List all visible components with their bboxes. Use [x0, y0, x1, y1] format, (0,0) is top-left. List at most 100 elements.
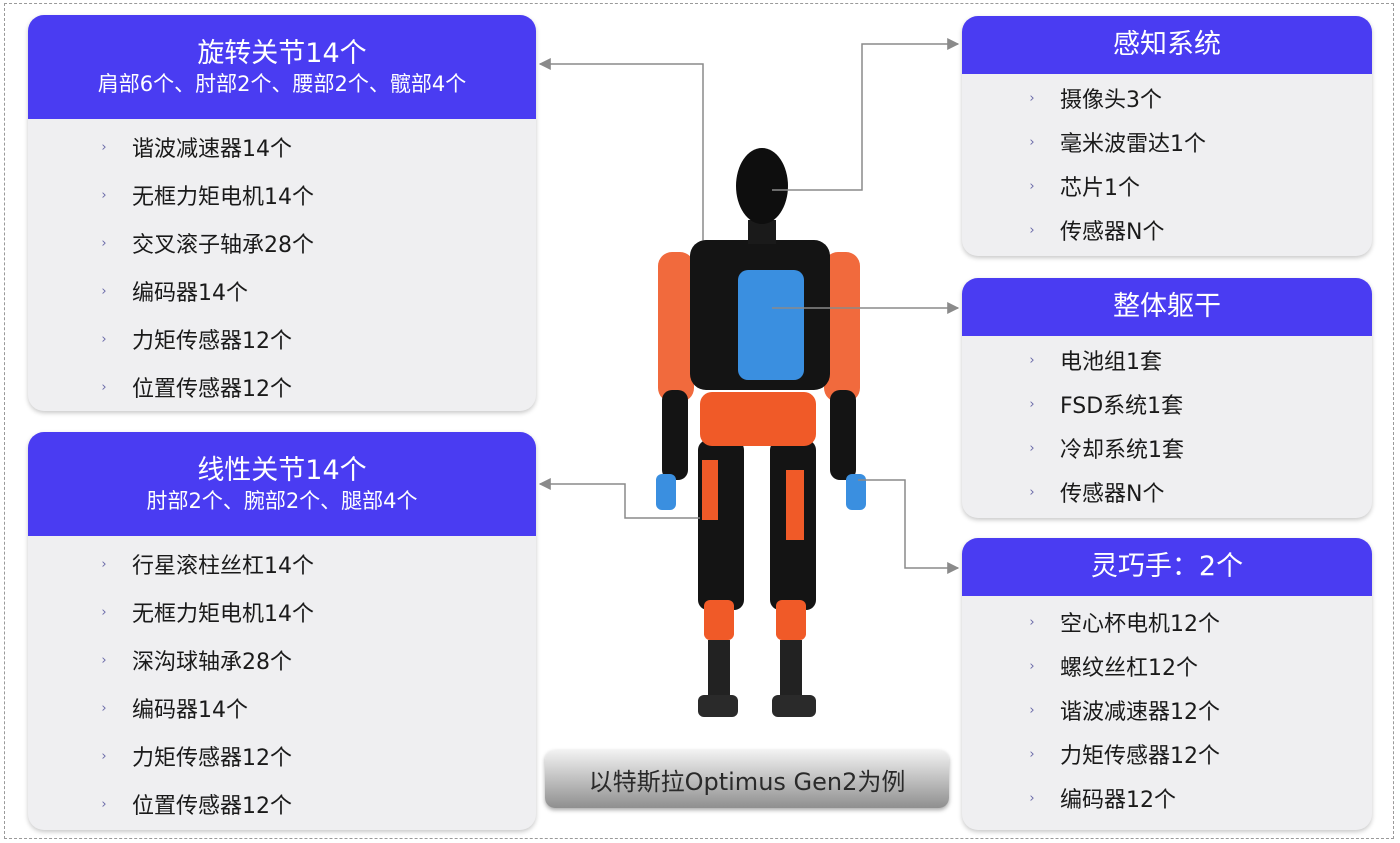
chevron-right-icon: ›	[101, 700, 107, 716]
linear-title: 线性关节14个	[197, 454, 367, 486]
list-item-label: 深沟球轴承28个	[132, 650, 292, 675]
list-item-label: 位置传感器12个	[132, 377, 292, 402]
list-item-label: 毫米波雷达1个	[1060, 132, 1206, 157]
list-item-label: 冷却系统1套	[1060, 438, 1184, 463]
list-item: › 空心杯电机12个	[962, 600, 1372, 644]
panel-header-torso: 整体躯干	[962, 278, 1372, 336]
panel-header-hand: 灵巧手：2个	[962, 538, 1372, 596]
list-item: › 编码器14个	[28, 267, 536, 315]
list-item: ›谐波减速器14个	[28, 123, 536, 171]
panel-torso: 整体躯干 › 电池组1套 › FSD系统1套 › 冷却系统1套 › 传感器N个	[962, 278, 1372, 518]
panel-dexterous-hand: 灵巧手：2个 ›空心杯电机12个 ›螺纹丝杠12个 ›谐波减速器12个 ›力矩传…	[962, 538, 1372, 830]
list-item-label: 无框力矩电机14个	[132, 602, 314, 627]
robot-pelvis	[700, 392, 816, 446]
rotary-subtitle: 肩部6个、肘部2个、腰部2个、髋部4个	[97, 71, 467, 96]
list-item: › FSD系统1套	[962, 382, 1372, 426]
chevron-right-icon: ›	[1029, 484, 1035, 500]
list-item-label: 交叉滚子轴承28个	[132, 233, 314, 258]
list-item: › 无框力矩电机14个	[28, 171, 536, 219]
list-item-label: 空心杯电机12个	[1060, 612, 1220, 637]
list-item-label: 力矩传感器12个	[1060, 744, 1220, 769]
chevron-right-icon: ›	[101, 652, 107, 668]
list-item-label: 电池组1套	[1060, 350, 1162, 375]
chevron-right-icon: ›	[101, 187, 107, 203]
chevron-right-icon: ›	[101, 331, 107, 347]
robot-legs	[698, 440, 816, 717]
list-item-label: 力矩传感器12个	[132, 746, 292, 771]
panel-header-rotary: 旋转关节14个 肩部6个、肘部2个、腰部2个、髋部4个	[28, 15, 536, 119]
chevron-right-icon: ›	[101, 748, 107, 764]
chevron-right-icon: ›	[101, 556, 107, 572]
chevron-right-icon: ›	[101, 139, 107, 155]
list-item-label: 力矩传感器12个	[132, 329, 292, 354]
connector-linear	[538, 478, 700, 519]
diagram-frame	[4, 3, 1394, 839]
panel-linear-joints: 线性关节14个 肘部2个、腕部2个、腿部4个 › 行星滚柱丝杠14个 › 无框力矩电…	[28, 432, 536, 830]
robot-head	[736, 148, 788, 224]
chevron-right-icon: ›	[1029, 396, 1035, 412]
list-item: › 冷却系统1套	[962, 426, 1372, 470]
robot-battery-pack	[738, 270, 804, 380]
chevron-right-icon: ›	[1029, 746, 1035, 762]
panel-header-linear: 线性关节14个 肘部2个、腕部2个、腿部4个	[28, 432, 536, 536]
list-item-label: 芯片1个	[1060, 176, 1140, 201]
list-item: ›传感器N个	[962, 208, 1372, 252]
list-item-label: 编码器14个	[132, 281, 248, 306]
chevron-right-icon: ›	[101, 796, 107, 812]
list-item: › 位置传感器12个	[28, 780, 536, 828]
connector-perception	[772, 38, 960, 191]
chevron-right-icon: ›	[101, 283, 107, 299]
list-item-label: 行星滚柱丝杠14个	[132, 554, 314, 579]
list-item: ›螺纹丝杠12个	[962, 644, 1372, 688]
panel-rotary-joints: 旋转关节14个 肩部6个、肘部2个、腰部2个、髋部4个 ›谐波减速器14个 › 无…	[28, 15, 536, 411]
list-item: › 电池组1套	[962, 338, 1372, 382]
list-item-label: 谐波减速器12个	[1060, 700, 1220, 725]
caption-badge: 以特斯拉Optimus Gen2为例	[545, 750, 949, 808]
chevron-right-icon: ›	[1029, 614, 1035, 630]
list-item: ›毫米波雷达1个	[962, 120, 1372, 164]
chevron-right-icon: ›	[101, 604, 107, 620]
chevron-right-icon: ›	[101, 235, 107, 251]
linear-item-list: ›行星滚柱丝杠14个 ›无框力矩电机14个 ›深沟球轴承28个 ›编码器14个 …	[28, 536, 536, 828]
panel-header-perception: 感知系统	[962, 16, 1372, 74]
list-item: ›芯片1个	[962, 164, 1372, 208]
list-item: › 传感器N个	[962, 470, 1372, 514]
list-item-label: 位置传感器12个	[132, 794, 292, 819]
list-item-label: 摄像头3个	[1060, 88, 1162, 113]
list-item-label: 螺纹丝杠12个	[1060, 656, 1198, 681]
hand-item-list: ›空心杯电机12个 ›螺纹丝杠12个 ›谐波减速器12个 ›力矩传感器12个 ›…	[962, 596, 1372, 820]
list-item-label: 传感器N个	[1060, 482, 1165, 507]
list-item: › 交叉滚子轴承28个	[28, 219, 536, 267]
list-item-label: 编码器14个	[132, 698, 248, 723]
list-item: › 摄像头3个	[962, 76, 1372, 120]
list-item: › 力矩传感器12个	[962, 732, 1372, 776]
list-item-label: 传感器N个	[1060, 220, 1165, 245]
perception-title: 感知系统	[1113, 29, 1221, 60]
chevron-right-icon: ›	[1029, 790, 1035, 806]
connector-rotary	[538, 58, 704, 240]
list-item: › 编码器14个	[28, 684, 536, 732]
hand-title: 灵巧手：2个	[1090, 551, 1244, 582]
chevron-right-icon: ›	[1029, 352, 1035, 368]
chevron-right-icon: ›	[1029, 90, 1035, 106]
list-item: › 谐波减速器12个	[962, 688, 1372, 732]
chevron-right-icon: ›	[1029, 440, 1035, 456]
linear-subtitle: 肘部2个、腕部2个、腿部4个	[146, 488, 418, 513]
chevron-right-icon: ›	[101, 379, 107, 395]
connector-hand	[858, 479, 960, 574]
rotary-title: 旋转关节14个	[197, 37, 367, 69]
torso-item-list: › 电池组1套 › FSD系统1套 › 冷却系统1套 › 传感器N个	[962, 336, 1372, 514]
list-item: › 力矩传感器12个	[28, 315, 536, 363]
rotary-item-list: ›谐波减速器14个 ›无框力矩电机14个 ›交叉滚子轴承28个 ›编码器14个 …	[28, 119, 536, 411]
chevron-right-icon: ›	[1029, 702, 1035, 718]
list-item: › 力矩传感器12个	[28, 732, 536, 780]
list-item-label: FSD系统1套	[1060, 394, 1184, 419]
torso-title: 整体躯干	[1113, 291, 1221, 322]
perception-item-list: › 摄像头3个 ›毫米波雷达1个 ›芯片1个 ›传感器N个	[962, 74, 1372, 252]
list-item-label: 无框力矩电机14个	[132, 185, 314, 210]
list-item: › 深沟球轴承28个	[28, 636, 536, 684]
list-item-label: 编码器12个	[1060, 788, 1176, 813]
list-item: › 行星滚柱丝杠14个	[28, 540, 536, 588]
list-item: › 无框力矩电机14个	[28, 588, 536, 636]
